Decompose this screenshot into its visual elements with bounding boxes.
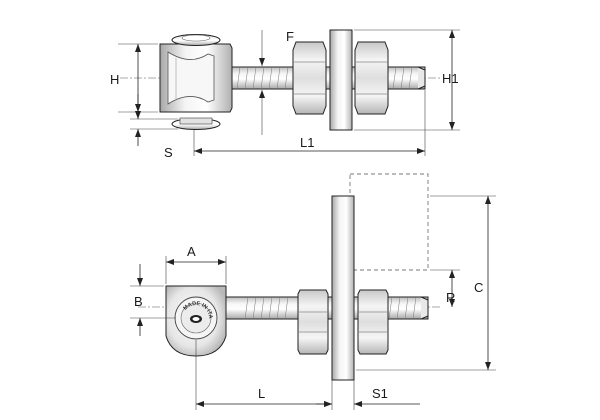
bottom-left-nut: [297, 289, 329, 355]
gate-outline-dashed: [349, 173, 429, 271]
dimension-A: A: [165, 244, 227, 284]
label-A: A: [187, 244, 196, 259]
dimension-H1: H1: [354, 29, 460, 131]
dimension-L1: L1: [193, 90, 426, 156]
bottom-rod-end: [420, 296, 429, 320]
label-L1: L1: [300, 135, 314, 150]
top-rod-end: [417, 66, 426, 90]
bottom-right-nut: [357, 289, 389, 355]
dimension-S: S: [130, 94, 178, 160]
dimension-F: F: [259, 29, 294, 135]
label-F: F: [286, 29, 294, 44]
dimension-C: C: [356, 195, 496, 371]
label-H: H: [110, 72, 119, 87]
top-view: F H S H1: [110, 29, 460, 160]
label-S: S: [164, 145, 173, 160]
bottom-view: MADE IN ITALY A B: [0, 0, 496, 410]
dimension-B: B: [130, 264, 176, 336]
top-right-nut: [354, 41, 389, 115]
label-C: C: [474, 280, 483, 295]
bottom-mounting-plate: [331, 195, 355, 381]
dimension-S1: S1: [316, 380, 420, 410]
label-B: B: [134, 294, 143, 309]
label-L: L: [258, 386, 265, 401]
dimension-R: R: [430, 269, 460, 307]
label-R: R: [446, 290, 455, 305]
label-H1: H1: [442, 71, 459, 86]
top-left-nut: [292, 41, 327, 115]
dimension-L: L: [195, 340, 332, 410]
label-S1: S1: [372, 386, 388, 401]
top-washer-plate: [329, 29, 353, 131]
